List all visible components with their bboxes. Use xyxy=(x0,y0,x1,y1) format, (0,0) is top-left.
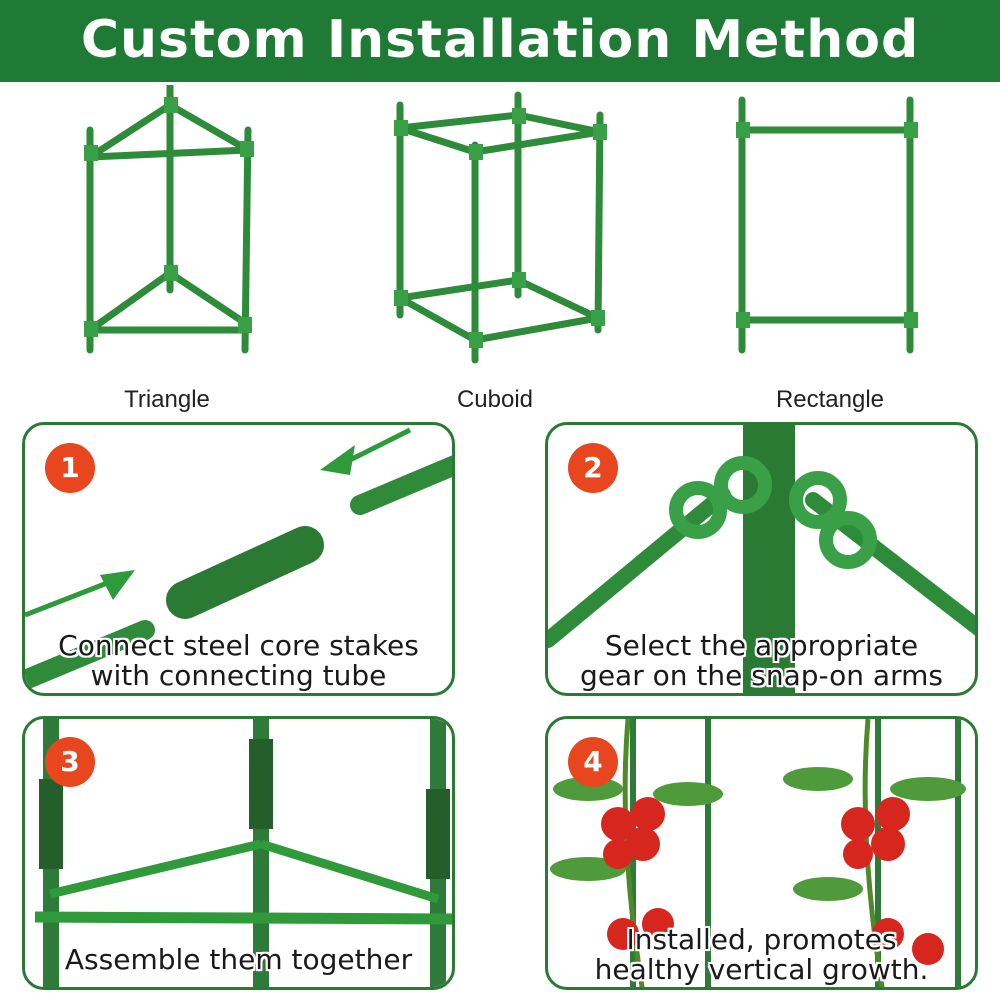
step-badge-3: 3 xyxy=(45,737,95,787)
connecting-tube-image xyxy=(25,427,452,690)
assembled-frame-image xyxy=(34,719,452,987)
shape-label-cuboid: Cuboid xyxy=(456,386,534,413)
step-badge-1: 1 xyxy=(45,443,95,493)
shape-label-rectangle: Rectangle xyxy=(775,386,885,413)
shape-label-triangle: Triangle xyxy=(124,386,210,413)
step-caption-3-line1: Assemble them together xyxy=(64,943,413,976)
step-caption-4-line1: Installed, promotes xyxy=(626,923,897,956)
step-panel-1: 1 Connect steel core stakes with connect… xyxy=(22,422,455,696)
page-title: Custom Installation Method xyxy=(80,10,920,70)
rectangle-frame-image xyxy=(736,96,918,354)
step-caption-1-line2: with connecting tube xyxy=(90,659,387,692)
step-panel-4: 4 Installed, promotes healthy vertical g… xyxy=(545,716,978,990)
cuboid-frame-image xyxy=(394,91,607,364)
step-panel-2: 2 Select the appropriate gear on the sna… xyxy=(545,422,978,696)
step-caption-4-line2: healthy vertical growth. xyxy=(594,953,929,986)
step-caption-1-line1: Connect steel core stakes xyxy=(58,629,419,662)
tomato-plants-image xyxy=(550,719,966,987)
step-badge-2: 2 xyxy=(568,443,618,493)
triangle-frame-image xyxy=(84,85,254,354)
step-panel-3: 3 Assemble them together xyxy=(22,716,455,990)
title-banner: Custom Installation Method xyxy=(0,0,1000,82)
step-caption-2-line2: gear on the snap-on arms xyxy=(580,659,943,692)
step-caption-2-line1: Select the appropriate xyxy=(604,629,919,662)
snap-on-arms-image xyxy=(548,425,975,693)
step-badge-4: 4 xyxy=(568,737,618,787)
